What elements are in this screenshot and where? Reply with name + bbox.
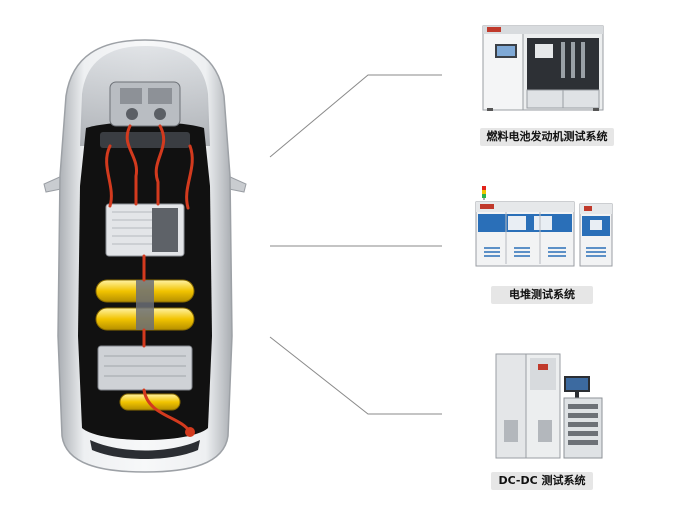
dcdc-test-cabinets	[495, 353, 603, 459]
stack-test-cabinets	[475, 186, 613, 267]
fuel-cell-vehicle-illustration	[43, 39, 247, 473]
leader-line-engine	[269, 74, 442, 158]
leader-line-dcdc	[269, 336, 442, 415]
dc-dc-module	[97, 345, 193, 391]
caption-stack-test-system: 电堆测试系统	[491, 286, 593, 304]
caption-dcdc-test-system: DC-DC 测试系统	[491, 472, 593, 490]
engine-test-cabinet	[482, 25, 604, 111]
caption-engine-test-system: 燃料电池发动机测试系统	[480, 128, 614, 146]
wiring-harness	[105, 124, 194, 434]
